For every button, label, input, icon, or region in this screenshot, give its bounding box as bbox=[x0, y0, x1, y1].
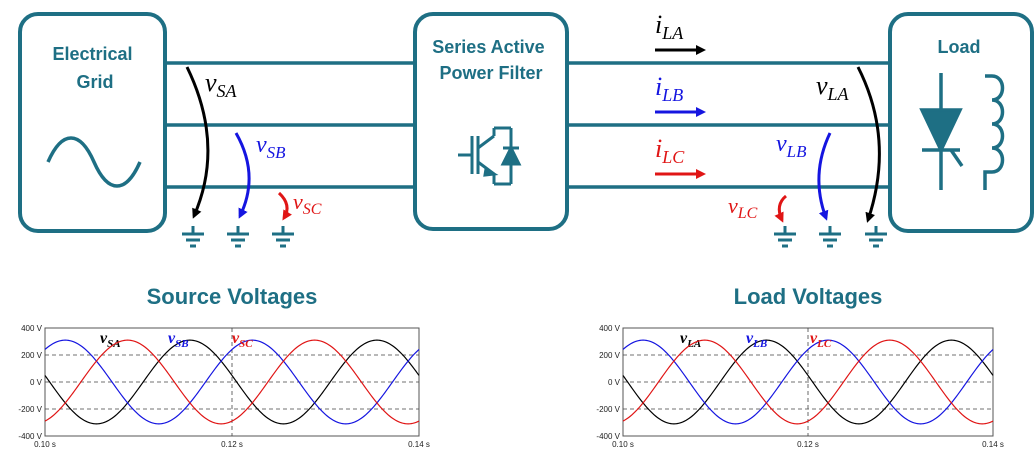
y-tick-label: 400 V bbox=[21, 324, 43, 333]
y-tick-label: -400 V bbox=[596, 432, 620, 441]
series-line-vLC bbox=[622, 339, 994, 425]
series-line-vLA bbox=[622, 339, 994, 425]
y-tick-label: -200 V bbox=[596, 405, 620, 414]
label-vsc: vSC bbox=[293, 189, 322, 218]
grid-label: Electrical Grid bbox=[52, 44, 137, 92]
y-tick-label: 200 V bbox=[599, 351, 621, 360]
y-tick-label: 200 V bbox=[21, 351, 43, 360]
x-tick-label: 0.14 s bbox=[408, 440, 430, 449]
ground-icon bbox=[272, 226, 294, 248]
ground-icon bbox=[819, 226, 841, 248]
load-voltage-b-arrow bbox=[817, 132, 832, 221]
x-tick-label: 0.10 s bbox=[34, 440, 56, 449]
series-label-vSC: vSC bbox=[232, 330, 253, 350]
ground-icon bbox=[774, 226, 796, 248]
filter-label: Series Active Power Filter bbox=[432, 37, 549, 83]
load-block: Load bbox=[888, 12, 1034, 233]
source-voltage-b-arrow bbox=[234, 132, 251, 219]
igbt-icon bbox=[458, 126, 522, 186]
series-label-vLC: vLC bbox=[810, 330, 832, 350]
thyristor-icon bbox=[919, 73, 964, 190]
series-line-vSA bbox=[44, 339, 420, 425]
label-vsb: vSB bbox=[256, 132, 286, 162]
label-vsa: vSA bbox=[205, 68, 238, 101]
load-voltages-title: Load Voltages bbox=[734, 284, 883, 309]
filter-label-line2: Power Filter bbox=[439, 63, 542, 83]
load-voltage-a-arrow bbox=[856, 66, 881, 223]
x-tick-label: 0.12 s bbox=[221, 440, 243, 449]
x-tick-label: 0.14 s bbox=[982, 440, 1004, 449]
series-label-vLB: vLB bbox=[746, 330, 767, 350]
filter-label-line1: Series Active bbox=[432, 37, 544, 57]
x-tick-label: 0.10 s bbox=[612, 440, 634, 449]
label-vla: vLA bbox=[816, 71, 850, 104]
series-line-vSC bbox=[44, 339, 420, 425]
inductor-icon bbox=[983, 74, 1005, 190]
series-active-power-filter-block: Series Active Power Filter bbox=[413, 12, 569, 231]
y-tick-label: -200 V bbox=[18, 405, 42, 414]
label-ilb: iLB bbox=[655, 72, 683, 105]
y-tick-label: 0 V bbox=[30, 378, 43, 387]
y-tick-label: -400 V bbox=[18, 432, 42, 441]
load-voltages-chart: 400 V 200 V 0 V -200 V -400 V0.10 s 0.12 s 0.1… bbox=[596, 324, 1003, 449]
grid-label-line2: Grid bbox=[76, 72, 113, 92]
y-tick-label: 400 V bbox=[599, 324, 621, 333]
electrical-grid-block: Electrical Grid bbox=[18, 12, 167, 233]
ground-symbols bbox=[182, 226, 887, 248]
series-line-vLB bbox=[622, 339, 994, 425]
ground-icon bbox=[182, 226, 204, 248]
grid-label-line1: Electrical bbox=[52, 44, 132, 64]
label-ila: iLA bbox=[655, 10, 684, 43]
source-voltages-chart: 400 V 200 V 0 V -200 V -400 V0.10 s 0.12 s 0.1… bbox=[18, 324, 429, 449]
series-label-vSB: vSB bbox=[168, 330, 189, 350]
sine-source-icon bbox=[46, 136, 142, 188]
label-vlb: vLB bbox=[776, 131, 807, 161]
ground-icon bbox=[227, 226, 249, 248]
load-label: Load bbox=[938, 37, 981, 57]
x-tick-label: 0.12 s bbox=[797, 440, 819, 449]
source-voltages-title: Source Voltages bbox=[147, 284, 318, 309]
load-voltage-c-arrow bbox=[774, 194, 788, 223]
series-line-vSB bbox=[44, 339, 420, 425]
y-tick-label: 0 V bbox=[608, 378, 621, 387]
source-voltage-a-arrow bbox=[185, 66, 210, 219]
label-ilc: iLC bbox=[655, 134, 685, 167]
label-vlc: vLC bbox=[728, 193, 758, 222]
ground-icon bbox=[865, 226, 887, 248]
source-voltage-c-arrow bbox=[277, 191, 292, 221]
